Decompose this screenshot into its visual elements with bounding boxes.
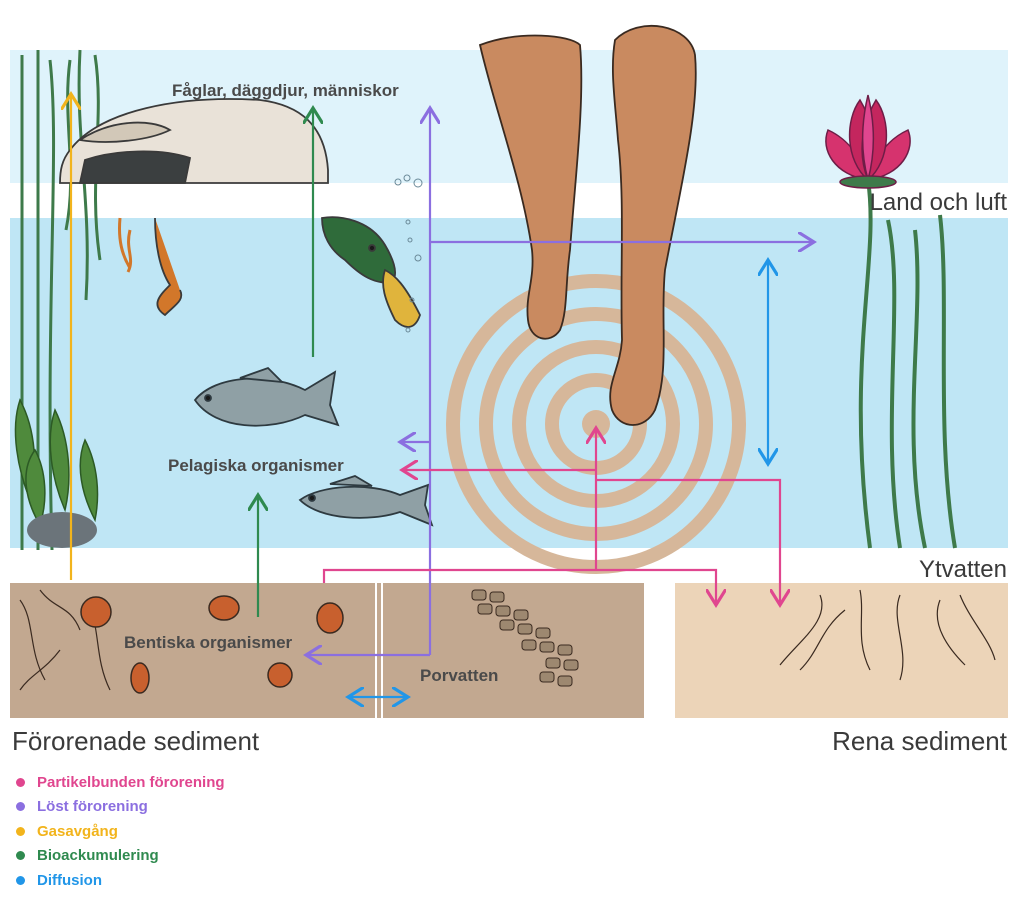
label-porewater: Porvatten [420, 666, 498, 685]
legend: Partikelbunden förorening Löst förorenin… [16, 770, 225, 893]
legend-item-diffusion: Diffusion [16, 868, 225, 893]
legend-item-gas: Gasavgång [16, 819, 225, 844]
legend-label: Löst förorening [37, 798, 148, 815]
label-surface-water: Ytvatten [919, 556, 1007, 583]
legend-dot [16, 778, 25, 787]
legend-dot [16, 802, 25, 811]
stone [27, 512, 97, 548]
legend-label: Bioackumulering [37, 847, 159, 864]
label-clean-sediment: Rena sediment [832, 726, 1008, 756]
label-benthic-organisms: Bentiska organismer [124, 633, 293, 652]
label-pelagic-organisms: Pelagiska organismer [168, 456, 344, 475]
label-contaminated-sediment: Förorenade sediment [12, 726, 260, 756]
legend-item-bioaccumulation: Bioackumulering [16, 844, 225, 869]
label-land-air: Land och luft [870, 189, 1008, 216]
label-birds-mammals-humans: Fåglar, däggdjur, människor [172, 81, 399, 100]
legend-label: Diffusion [37, 872, 102, 889]
legend-dot [16, 876, 25, 885]
legend-label: Gasavgång [37, 823, 118, 840]
legend-item-dissolved: Löst förorening [16, 795, 225, 820]
clean-sediment-zone [675, 583, 1008, 718]
legend-dot [16, 827, 25, 836]
legend-dot [16, 851, 25, 860]
legend-item-particle: Partikelbunden förorening [16, 770, 225, 795]
legend-label: Partikelbunden förorening [37, 774, 225, 791]
